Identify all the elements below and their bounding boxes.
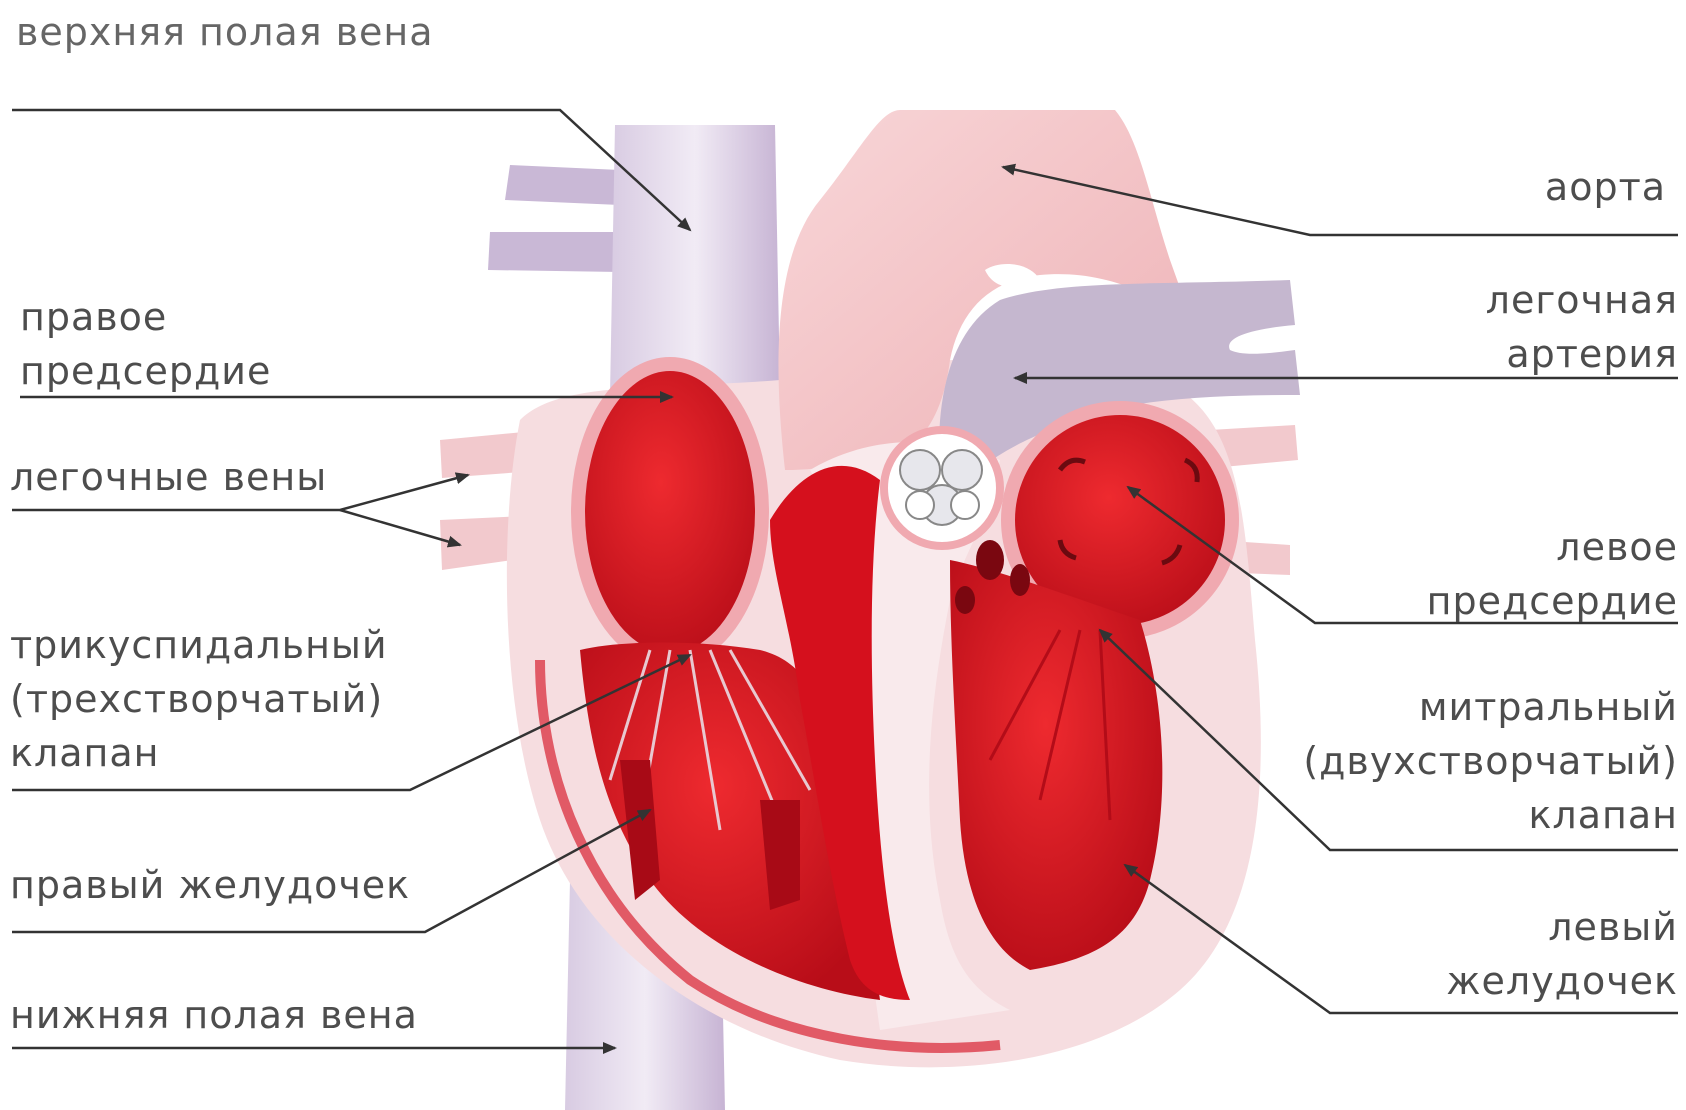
right-atrium-chamber — [578, 364, 762, 660]
aortic-valve — [884, 430, 1000, 546]
label-line: легочная — [1486, 273, 1678, 327]
label-pulmonary-veins: легочные вены — [10, 450, 327, 504]
label-line: левый — [1446, 900, 1678, 954]
label-right-atrium: правое предсердие — [20, 290, 271, 398]
left-ventricle-chamber — [950, 560, 1162, 970]
label-right-ventricle: правый желудочек — [10, 858, 410, 912]
label-line: левое — [1427, 520, 1678, 574]
label-line: артерия — [1486, 327, 1678, 381]
label-line: митральный — [1303, 680, 1678, 734]
superior-vena-cava-shape — [610, 125, 780, 395]
label-text: нижняя полая вена — [10, 988, 418, 1042]
label-inferior-vena-cava: нижняя полая вена — [10, 988, 418, 1042]
label-pulmonary-artery: легочная артерия — [1486, 273, 1678, 381]
label-line: (трехстворчатый) — [10, 672, 388, 726]
label-line: клапан — [1303, 788, 1678, 842]
label-text: правый желудочек — [10, 858, 410, 912]
label-text: аорта — [1545, 160, 1666, 214]
label-line: желудочек — [1446, 954, 1678, 1008]
label-left-ventricle: левый желудочек — [1446, 900, 1678, 1008]
label-line: клапан — [10, 726, 388, 780]
label-line: предсердие — [20, 344, 271, 398]
label-text: верхняя полая вена — [16, 5, 434, 59]
label-text: легочные вены — [10, 450, 327, 504]
label-aorta: аорта — [1545, 160, 1666, 214]
label-line: правое — [20, 290, 271, 344]
label-mitral-valve: митральный (двухстворчатый) клапан — [1303, 680, 1678, 842]
label-line: предсердие — [1427, 574, 1678, 628]
label-line: (двухстворчатый) — [1303, 734, 1678, 788]
label-left-atrium: левое предсердие — [1427, 520, 1678, 628]
label-line: трикуспидальный — [10, 618, 388, 672]
label-superior-vena-cava: верхняя полая вена — [16, 5, 434, 59]
label-tricuspid-valve: трикуспидальный (трехстворчатый) клапан — [10, 618, 388, 780]
